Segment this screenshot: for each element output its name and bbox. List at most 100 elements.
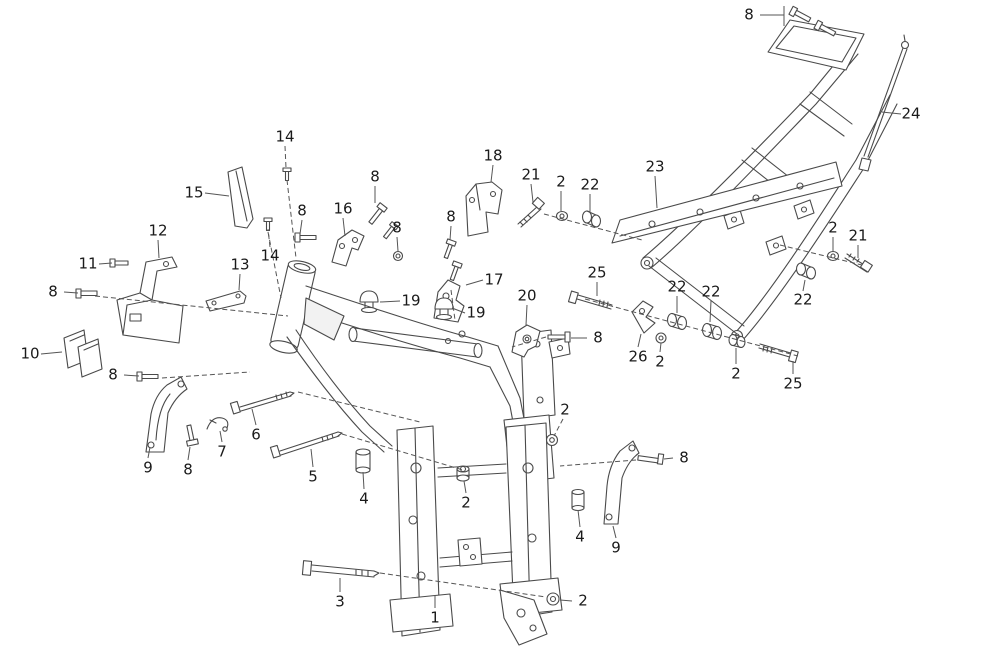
leader-line (465, 279, 484, 286)
part-14-screw-upper (282, 167, 292, 182)
part-12-bracket (116, 256, 184, 344)
part-15-bracket (227, 166, 254, 229)
part-2-nut-bottom (546, 592, 560, 606)
leader-line (187, 446, 191, 461)
part-5-bolt (269, 431, 343, 459)
part-8-bolt-9-right (637, 453, 665, 465)
part-22-bushing-upper (581, 210, 602, 228)
leader-line (379, 300, 401, 303)
part-6-bolt (229, 391, 295, 415)
leader-line (490, 164, 494, 183)
part-7-clip (206, 417, 229, 432)
part-26-bracket (631, 300, 656, 334)
leader-line (663, 457, 674, 460)
part-8-bolt-9-left (185, 424, 199, 447)
assembly-axis-dashed-line (297, 391, 421, 423)
leader-line (362, 471, 365, 490)
leader-line (577, 509, 581, 528)
part-4-spacer-right (571, 488, 585, 512)
part-4-spacer-left (355, 448, 371, 474)
part-19-mount-left (359, 290, 379, 314)
part-22-bushing-mid-left (666, 312, 688, 331)
assembly-axis-dashed-line (559, 459, 637, 467)
part-2-nut-upper-right (545, 433, 559, 447)
assembly-axis-dashed-line (511, 336, 547, 348)
part-8-bolt-left-16 (294, 232, 317, 243)
part-18-bracket (465, 181, 503, 237)
part-9-bracket-right (603, 440, 640, 525)
assembly-axis-dashed-line (543, 213, 643, 241)
leader-line (451, 307, 466, 314)
assembly-axis-dashed-line (584, 298, 799, 357)
part-8-bolt-12 (75, 288, 98, 299)
part-25-bolt-left (567, 290, 613, 310)
leader-line (802, 279, 806, 292)
assembly-axis-dashed-line (161, 371, 251, 379)
part-23-crossmember (611, 161, 843, 244)
part-22-bushing-mid-right (701, 322, 723, 341)
leader-line (98, 262, 113, 265)
part-8-bolt-upright (547, 331, 571, 343)
part-19-mount-right (434, 297, 454, 321)
part-22-bushing-right (795, 262, 817, 280)
part-2-nut-26 (655, 332, 667, 344)
leader-line (559, 599, 573, 602)
part-1-main-frame (269, 260, 571, 646)
assembly-axis-dashed-line (286, 179, 297, 259)
part-11-bolt (109, 258, 129, 268)
head-tube (269, 260, 317, 354)
leader-line (63, 291, 79, 294)
leader-line (204, 192, 230, 197)
leader-line (654, 175, 658, 209)
leader-lines-layer (40, 6, 902, 608)
leader-line (238, 273, 241, 291)
part-2-bushing-mid (728, 333, 746, 349)
assembly-axis-dashed-line (267, 228, 271, 248)
leader-line (659, 342, 662, 353)
leader-line (612, 525, 617, 539)
leader-line (637, 333, 642, 348)
leader-line (251, 408, 257, 426)
leader-line (709, 300, 712, 323)
leader-line (525, 304, 528, 326)
leader-line (219, 430, 223, 443)
assembly-axis-dashed-line (341, 433, 464, 471)
assembly-axis-dashed-line (450, 289, 456, 321)
assembly-axis-dashed-line (553, 418, 564, 437)
assembly-axis-dashed-line (94, 295, 289, 317)
leader-line (147, 446, 151, 459)
leader-line (157, 239, 160, 259)
part-3-bolt (301, 560, 380, 578)
assembly-axis-dashed-line (379, 572, 547, 598)
part-13-bracket (205, 290, 247, 312)
part-21-bolt-right (844, 253, 873, 273)
leader-line (299, 219, 303, 235)
part-8-screws-16 (368, 202, 399, 240)
part-21-bolt-left (517, 196, 545, 228)
part-25-bolt-right (758, 343, 799, 364)
assembly-axis-dashed-line (779, 244, 863, 266)
part-10-plates (63, 329, 103, 378)
leader-line (342, 217, 346, 237)
leader-line (40, 351, 63, 355)
leader-line (310, 448, 314, 468)
part-24-stay-rod (858, 34, 910, 172)
assembly-axis-dashed-line (284, 145, 287, 169)
leader-line (463, 480, 467, 494)
part-8-nut-16 (392, 250, 404, 262)
part-8-bolt-pair-top (788, 5, 837, 37)
leader-line (449, 225, 452, 241)
leader-line (123, 374, 140, 377)
assembly-axis-dashed-line (267, 231, 282, 299)
part-2-washer-left (555, 210, 569, 222)
part-14-screw-lower (263, 217, 273, 232)
part-8-bolt-10 (136, 371, 159, 382)
leader-line (530, 183, 534, 203)
leader-line (881, 111, 902, 115)
part-16-bracket (331, 229, 365, 267)
part-8-bolt-pair-17 (443, 238, 463, 282)
part-9-bracket-left (145, 376, 188, 453)
leader-line (396, 236, 399, 252)
